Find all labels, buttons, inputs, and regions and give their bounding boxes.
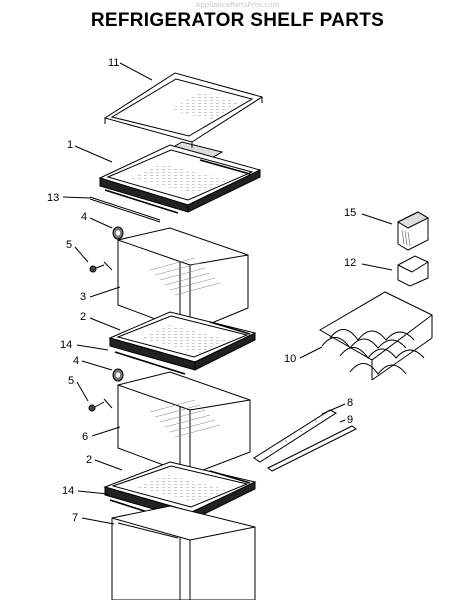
callout-5-lower: 5: [68, 375, 74, 387]
part-6-crisper-drawer: [117, 371, 251, 476]
watermark: AppliancePartsPros.com: [195, 1, 280, 9]
leader-lines: [62, 62, 393, 525]
part-3-crisper-drawer: [117, 227, 249, 333]
part-9-rail: [267, 425, 357, 472]
part-1-crisper-cover: [98, 144, 262, 214]
callout-14-middle: 14: [60, 339, 72, 351]
page-title: REFRIGERATOR SHELF PARTS: [90, 10, 385, 31]
callout-3: 3: [80, 291, 86, 303]
callout-2-middle: 2: [80, 311, 86, 323]
callout-10: 10: [284, 353, 296, 365]
callout-7: 7: [72, 512, 78, 524]
part-10-wine-rack: [319, 291, 433, 381]
callout-4-upper: 4: [81, 211, 87, 223]
callout-15: 15: [344, 207, 356, 219]
callout-11: 11: [108, 57, 119, 69]
callout-12: 12: [344, 257, 356, 269]
part-5-screw-upper: [89, 261, 113, 273]
callout-8: 8: [347, 397, 353, 409]
callout-4-lower: 4: [73, 355, 79, 367]
callout-13: 13: [47, 192, 59, 204]
part-12-bracket: [397, 255, 429, 287]
part-4-roller-lower: [112, 368, 124, 382]
callout-9: 9: [347, 414, 353, 426]
part-13-rail: [89, 196, 161, 223]
part-5-screw-lower: [88, 398, 113, 412]
callout-5-upper: 5: [66, 239, 72, 251]
callout-2-lower: 2: [86, 454, 92, 466]
part-7-bottom-drawer: [111, 505, 256, 600]
part-15-control-module: [396, 211, 430, 251]
callout-6: 6: [82, 431, 88, 443]
part-2-crisper-cover-middle: [108, 311, 257, 375]
callout-1: 1: [67, 139, 73, 151]
part-8-rail: [253, 409, 338, 463]
part-11-glass-shelf: [103, 72, 264, 161]
callout-14-lower: 14: [62, 485, 74, 497]
part-4-roller-upper: [112, 226, 124, 240]
